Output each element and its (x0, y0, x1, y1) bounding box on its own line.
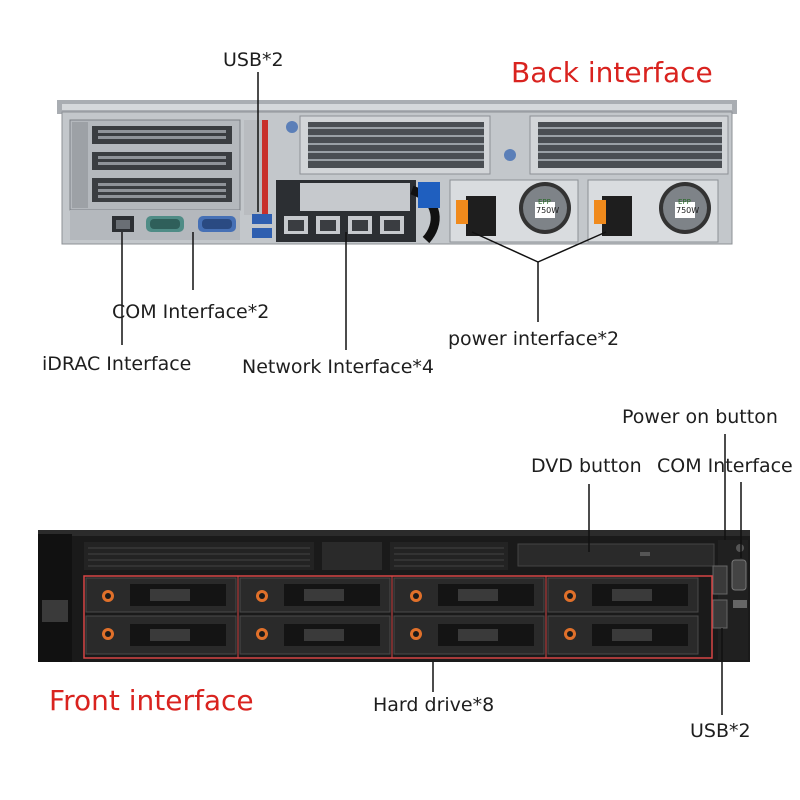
front-interface-title: Front interface (49, 684, 254, 717)
network-label: Network Interface*4 (242, 356, 435, 378)
power-on-button-label: Power on button (622, 406, 778, 428)
dvd-button-label: DVD button (531, 455, 642, 477)
usb-back-label: USB*2 (223, 49, 284, 71)
power-interface-label: power interface*2 (448, 328, 620, 350)
usb-front-label: USB*2 (690, 720, 751, 742)
hard-drive-label: Hard drive*8 (373, 694, 495, 716)
back-interface-title: Back interface (511, 56, 713, 89)
psu1-logo: EPP (538, 198, 551, 206)
psu2-badge: 750W (676, 206, 700, 215)
psu2-logo: EPP (678, 198, 691, 206)
idrac-label: iDRAC Interface (42, 353, 192, 375)
com-back-label: COM Interface*2 (112, 301, 270, 323)
psu1-badge: 750W (536, 206, 560, 215)
